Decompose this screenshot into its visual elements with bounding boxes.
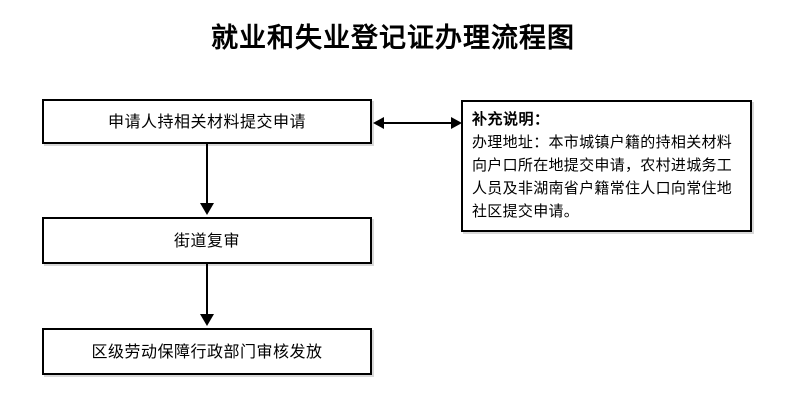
connector-step2-step3: [206, 264, 208, 316]
flow-step-label-1: 申请人持相关材料提交申请: [107, 111, 306, 131]
connector-step1-step2: [206, 144, 208, 205]
note-line-2: 向户口所在地提交申请，农村进城务工: [472, 156, 733, 174]
flow-step-box-2[interactable]: 街道复审: [42, 217, 372, 264]
flow-step-box-1[interactable]: 申请人持相关材料提交申请: [42, 99, 372, 144]
arrow-left-icon-step1-note: [373, 117, 384, 129]
note-line-4: 社区提交申请。: [472, 202, 580, 220]
arrow-down-icon-step2-step3: [200, 314, 214, 326]
note-heading: 补充说明：: [472, 110, 550, 128]
connector-step1-note: [383, 122, 453, 124]
page-title: 就业和失业登记证办理流程图: [211, 23, 575, 54]
arrow-down-icon-step1-step2: [200, 203, 214, 215]
flow-step-label-2: 街道复审: [173, 230, 240, 250]
arrow-right-icon-step1-note: [451, 117, 462, 129]
supplementary-note-box[interactable]: 补充说明： 办理地址：本市城镇户籍的持相关材料 向户口所在地提交申请，农村进城务…: [461, 100, 752, 232]
flow-step-box-3[interactable]: 区级劳动保障行政部门审核发放: [42, 328, 372, 375]
note-line-1: 办理地址：本市城镇户籍的持相关材料: [472, 133, 733, 151]
flow-step-label-3: 区级劳动保障行政部门审核发放: [91, 341, 323, 361]
note-line-3: 人员及非湖南省户籍常住人口向常住地: [472, 179, 733, 197]
